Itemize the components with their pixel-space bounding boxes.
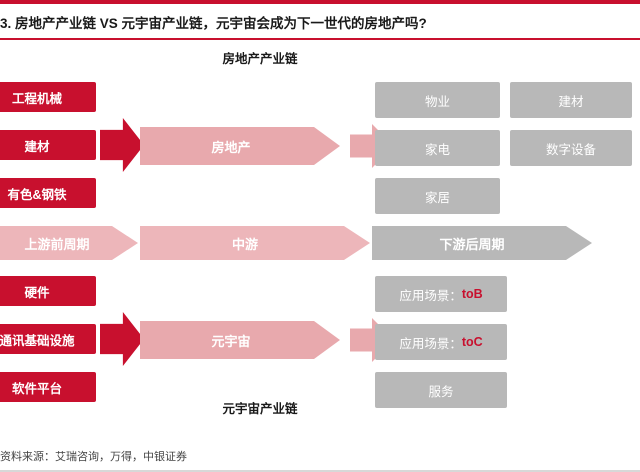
tag-software-platform: 软件平台 xyxy=(0,372,96,402)
box-label: 应用场景： xyxy=(399,336,462,351)
tag-label: 工程机械 xyxy=(11,91,62,106)
box-label: 物业 xyxy=(424,94,450,109)
chevron-upstream: 上游前周期 xyxy=(0,226,138,260)
source-note: 资料来源：艾瑞咨询，万得，中银证券 xyxy=(0,451,187,463)
tag-label: 建材 xyxy=(24,139,50,154)
tag-engineering-machinery: 工程机械 xyxy=(0,82,96,112)
box-scenario-toc: 应用场景：toC xyxy=(375,324,507,360)
caption-metaverse-chain: 元宇宙产业链 xyxy=(222,402,298,416)
box-label: 建材 xyxy=(558,94,584,109)
box-home-furnishing: 家居 xyxy=(375,178,500,214)
chevron-label: 房地产 xyxy=(211,139,251,155)
box-building-materials-out: 建材 xyxy=(510,82,632,118)
tag-label: 通讯基础设施 xyxy=(0,333,75,348)
tag-label: 有色&钢铁 xyxy=(7,187,67,202)
tag-building-materials: 建材 xyxy=(0,130,96,160)
chevron-real-estate: 房地产 xyxy=(140,127,340,165)
chevron-downstream: 下游后周期 xyxy=(372,226,592,260)
box-scenario-tob: 应用场景：toB xyxy=(375,276,507,312)
box-property-management: 物业 xyxy=(375,82,500,118)
box-label: 服务 xyxy=(428,384,454,399)
red-arrow-upstream-to-realestate xyxy=(100,118,144,172)
chevron-label: 元宇宙 xyxy=(211,333,251,349)
chevron-metaverse: 元宇宙 xyxy=(140,321,340,359)
box-digital-equipment: 数字设备 xyxy=(510,130,632,166)
box-label: 家电 xyxy=(424,142,450,157)
tag-hardware: 硬件 xyxy=(0,276,96,306)
tag-label: 软件平台 xyxy=(11,381,62,396)
caption-real-estate-chain: 房地产产业链 xyxy=(222,52,298,66)
box-service: 服务 xyxy=(375,372,507,408)
box-label: 数字设备 xyxy=(545,142,596,157)
chevron-label: 上游前周期 xyxy=(24,236,90,252)
tag-label: 硬件 xyxy=(24,285,50,300)
bottom-rule xyxy=(0,470,640,472)
chevron-midstream: 中游 xyxy=(140,226,370,260)
tag-nonferrous-steel: 有色&钢铁 xyxy=(0,178,96,208)
box-home-appliance: 家电 xyxy=(375,130,500,166)
chevron-label: 下游后周期 xyxy=(439,236,505,252)
box-accent-label: toC xyxy=(461,335,483,349)
page-title: 3. 房地产产业链 VS 元宇宙产业链，元宇宙会成为下一世代的房地产吗? xyxy=(0,16,427,31)
title-underline xyxy=(0,38,640,40)
tag-communication-infrastructure: 通讯基础设施 xyxy=(0,324,96,354)
top-accent-rule xyxy=(0,0,640,4)
chevron-label: 中游 xyxy=(231,236,258,252)
box-label: 家居 xyxy=(424,190,450,205)
box-label: 应用场景： xyxy=(399,288,462,303)
red-arrow-upstream-to-metaverse xyxy=(100,312,144,366)
box-accent-label: toB xyxy=(461,287,483,301)
